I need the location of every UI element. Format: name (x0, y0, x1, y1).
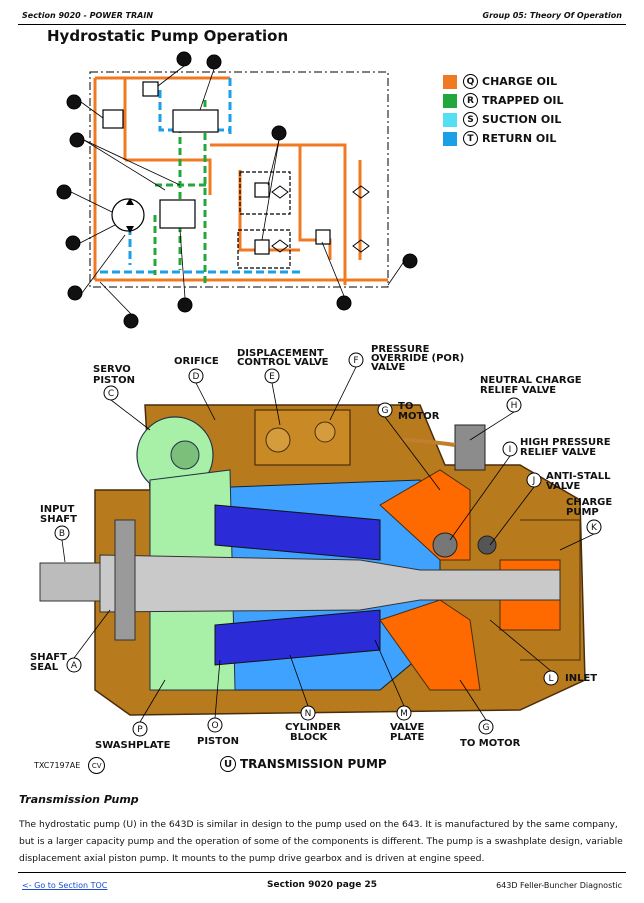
label-antistall-2: VALVE (546, 481, 581, 492)
callout-M: M (400, 709, 408, 719)
label-to-motor-2: MOTOR (398, 411, 440, 422)
body-paragraph: The hydrostatic pump (U) in the 643D is … (19, 819, 623, 864)
label-servo-piston-1: SERVO (93, 364, 131, 375)
section-title: Transmission Pump (19, 793, 139, 806)
legend-item: R TRAPPED OIL (443, 91, 564, 110)
label-cylinder-1: CYLINDER (285, 722, 341, 733)
caption-text: TRANSMISSION PUMP (240, 757, 387, 771)
label-piston: PISTON (197, 736, 239, 747)
label-charge-pump-2: PUMP (566, 507, 599, 518)
callout-J: J (72, 98, 76, 108)
label-shaft-seal-2: SEAL (30, 662, 59, 673)
callout-B: B (61, 188, 67, 198)
callout-J: J (532, 476, 536, 486)
label-displacement-1: DISPLACEMENT (237, 348, 324, 359)
legend-label: TRAPPED OIL (482, 94, 564, 107)
label-valve-plate-1: VALVE (390, 722, 425, 733)
callout-E: E (269, 372, 275, 382)
callout-H: H (341, 299, 348, 309)
page-number: Section 9020 page 25 (267, 880, 377, 890)
label-antistall-1: ANTI-STALL (546, 471, 611, 482)
figure-code: TXC7197AE CV (34, 757, 109, 774)
caption-letter: U (220, 756, 236, 772)
return-swatch (443, 131, 457, 146)
label-input-shaft-2: SHAFT (40, 514, 77, 525)
figure-caption: U TRANSMISSION PUMP (220, 756, 387, 772)
label-inlet: INLET (565, 673, 597, 684)
section-toc-link[interactable]: <- Go to Section TOC (22, 881, 108, 890)
callout-O: O (211, 721, 218, 731)
page-footer: <- Go to Section TOC Section 9020 page 2… (18, 872, 626, 893)
callout-F: F (353, 356, 358, 366)
callout-H: H (511, 401, 518, 411)
callout-F: F (181, 55, 186, 65)
callout-E: E (211, 58, 217, 68)
callout-A: A (71, 661, 78, 671)
trapped-swatch (443, 93, 457, 108)
callout-G: G (382, 406, 389, 416)
suction-swatch (443, 112, 457, 127)
label-por-3: VALVE (371, 362, 406, 373)
callout-D: D (193, 372, 200, 382)
figure-code-badge: CV (88, 757, 106, 774)
label-orifice: ORIFICE (174, 356, 219, 367)
label-to-motor-1: TO (398, 401, 413, 412)
label-hp-1: HIGH PRESSURE (520, 437, 611, 448)
callout-K: K (70, 239, 77, 249)
label-shaft-seal-1: SHAFT (30, 652, 67, 663)
figure-code-text: TXC7197AE (34, 761, 81, 770)
label-charge-pump-1: CHARGE (566, 497, 612, 508)
callout-D: D (74, 136, 81, 146)
label-por-1: PRESSURE (371, 344, 430, 355)
callout-P: P (137, 725, 143, 735)
label-to-motor-bottom: TO MOTOR (460, 738, 521, 749)
legend-label: RETURN OIL (482, 132, 557, 145)
charge-swatch (443, 74, 457, 89)
callout-G2: G (483, 723, 490, 733)
section-label: Section 9020 - POWER TRAIN (22, 11, 154, 20)
label-cylinder-2: BLOCK (290, 732, 328, 743)
document-title: 643D Feller-Buncher Diagnostic (496, 881, 622, 890)
legend-item: T RETURN OIL (443, 129, 564, 148)
label-neutral-2: RELIEF VALVE (480, 385, 556, 396)
page-title: Hydrostatic Pump Operation (47, 27, 289, 45)
legend-letter: Q (463, 74, 478, 89)
label-displacement-2: CONTROL VALVE (237, 357, 329, 368)
callout-I: I (278, 129, 281, 139)
label-input-shaft-1: INPUT (40, 504, 75, 515)
callout-C: C (108, 389, 114, 399)
legend-label: CHARGE OIL (482, 75, 558, 88)
callout-U: U (72, 289, 79, 299)
legend-letter: T (463, 131, 478, 146)
legend-letter: R (463, 93, 478, 108)
legend-letter: S (463, 112, 478, 127)
legend-label: SUCTION OIL (482, 113, 562, 126)
legend: Q CHARGE OIL R TRAPPED OIL S SUCTION OIL… (443, 72, 564, 148)
callout-L: L (548, 674, 553, 684)
page-header: Section 9020 - POWER TRAIN Group 05: The… (18, 8, 626, 25)
label-por-2: OVERRIDE (POR) (371, 353, 464, 364)
callout-G: G (407, 257, 414, 267)
label-neutral-1: NEUTRAL CHARGE (480, 375, 582, 386)
label-swashplate: SWASHPLATE (95, 740, 171, 751)
label-hp-2: RELIEF VALVE (520, 447, 596, 458)
group-label: Group 05: Theory Of Operation (482, 11, 622, 20)
callout-C: C (182, 301, 188, 311)
label-servo-piston-2: PISTON (93, 375, 135, 386)
callout-K: K (591, 523, 598, 533)
callout-N: N (305, 709, 312, 719)
legend-item: Q CHARGE OIL (443, 72, 564, 91)
callout-I: I (509, 445, 512, 455)
callout-L: L (128, 317, 133, 327)
legend-item: S SUCTION OIL (443, 110, 564, 129)
callout-B: B (59, 529, 65, 539)
label-valve-plate-2: PLATE (390, 732, 424, 743)
